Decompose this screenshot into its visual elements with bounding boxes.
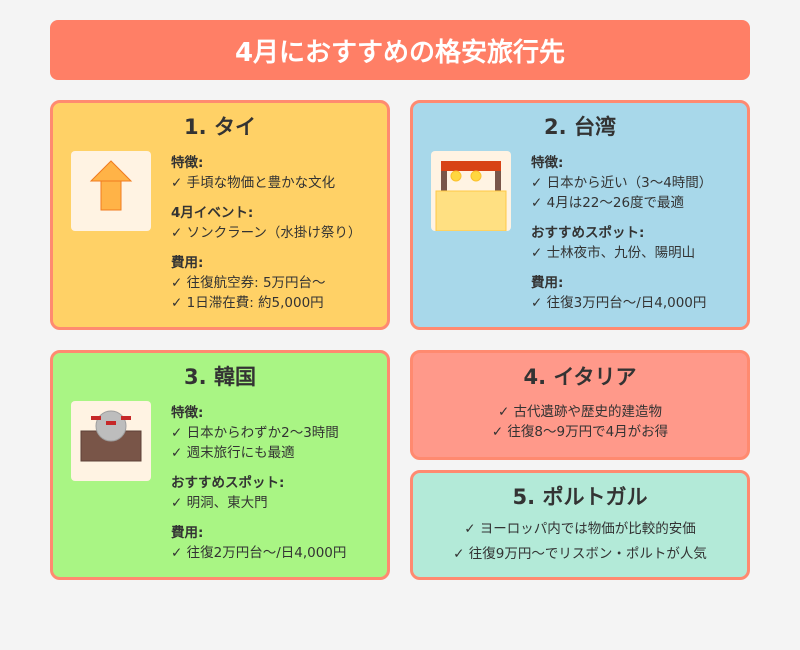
- list-item: ✓ ソンクラーン（水掛け祭り）: [171, 225, 362, 241]
- list-item: ✓ 日本からわずか2〜3時間: [171, 425, 339, 441]
- section-heading: 特徴:: [171, 405, 204, 421]
- card-taiwan: 2. 台湾 特徴: ✓ 日本から近い（3〜4時間） ✓ 4月は22〜26度で最適 お…: [410, 100, 750, 330]
- list-item: ✓ 古代遺跡や歴史的建造物: [497, 404, 663, 420]
- card-title: 1. タイ: [184, 115, 256, 139]
- section-heading: 費用:: [171, 525, 204, 541]
- arrow-up-icon: [71, 151, 151, 231]
- list-item: ✓ 日本から近い（3〜4時間）: [531, 175, 713, 191]
- section-heading: 特徴:: [531, 155, 564, 171]
- card-italy: 4. イタリア ✓ 古代遺跡や歴史的建造物 ✓ 往復8〜9万円で4月がお得: [410, 350, 750, 460]
- list-item: ✓ 明洞、東大門: [171, 495, 268, 511]
- list-item: ✓ 往復8〜9万円で4月がお得: [491, 424, 669, 440]
- card-korea: 3. 韓国 特徴: ✓ 日本からわずか2〜3時間 ✓ 週末旅行にも最適 おすすめスポ…: [50, 350, 390, 580]
- list-item: ✓ 士林夜市、九份、陽明山: [531, 245, 696, 261]
- section-heading: 特徴:: [171, 155, 204, 171]
- card-portugal: 5. ポルトガル ✓ ヨーロッパ内では物価が比較的安価 ✓ 往復9万円〜でリスボ…: [410, 470, 750, 580]
- card-thailand: 1. タイ 特徴: ✓ 手頃な物価と豊かな文化 4月イベント: ✓ ソンクラーン（水…: [50, 100, 390, 330]
- page-title: 4月におすすめの格安旅行先: [50, 20, 750, 80]
- card-title: 4. イタリア: [523, 365, 637, 389]
- list-item: ✓ 往復航空券: 5万円台〜: [171, 275, 326, 291]
- section-heading: おすすめスポット:: [531, 225, 645, 241]
- list-item: ✓ 往復9万円〜でリスボン・ポルトが人気: [453, 546, 707, 562]
- card-title: 3. 韓国: [184, 365, 256, 389]
- section-heading: 費用:: [531, 275, 564, 291]
- list-item: ✓ 週末旅行にも最適: [171, 445, 295, 461]
- list-item: ✓ 往復2万円台〜/日4,000円: [171, 545, 347, 561]
- list-item: ✓ 手頃な物価と豊かな文化: [171, 175, 336, 191]
- card-title: 5. ポルトガル: [512, 485, 648, 509]
- section-heading: 費用:: [171, 255, 204, 271]
- list-item: ✓ ヨーロッパ内では物価が比較的安価: [464, 521, 696, 537]
- section-heading: 4月イベント:: [171, 205, 254, 221]
- night-market-stall-icon: [431, 151, 511, 232]
- list-item: ✓ 1日滞在費: 約5,000円: [171, 295, 324, 311]
- section-heading: おすすめスポット:: [171, 475, 285, 491]
- list-item: ✓ 4月は22〜26度で最適: [531, 195, 685, 211]
- card-title: 2. 台湾: [544, 115, 616, 139]
- palace-icon: [71, 401, 151, 481]
- list-item: ✓ 往復3万円台〜/日4,000円: [531, 295, 707, 311]
